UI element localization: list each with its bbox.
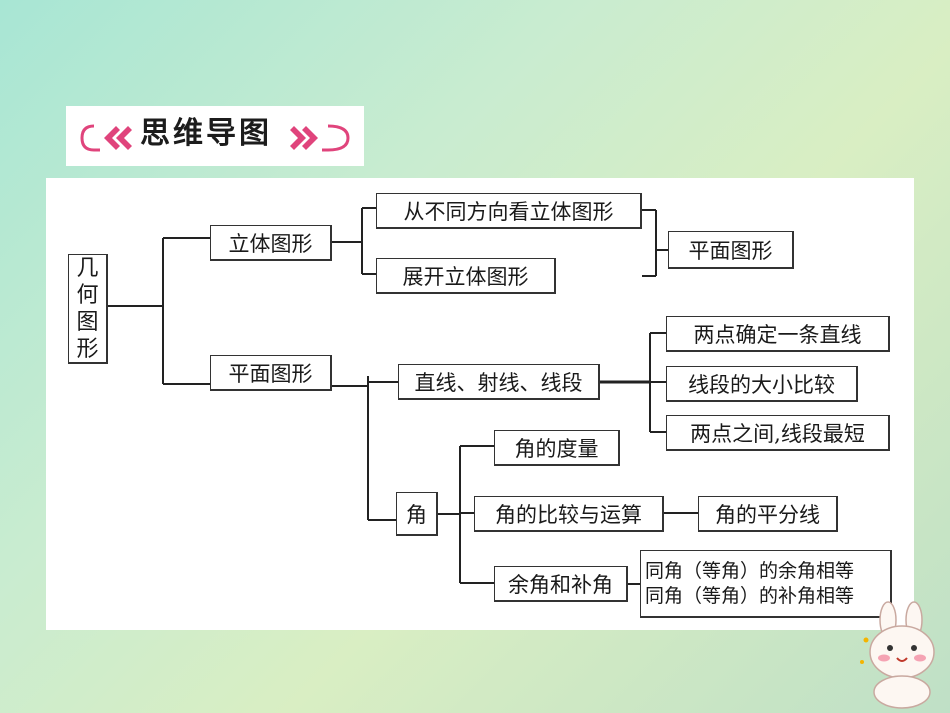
right-bracket-icon xyxy=(322,124,350,152)
node-shortest-segment: 两点之间,线段最短 xyxy=(666,415,890,451)
rule-supplement: 同角（等角）的补角相等 xyxy=(645,584,855,607)
rule-complement: 同角（等角）的余角相等 xyxy=(645,559,855,582)
left-bracket-icon xyxy=(80,124,100,152)
node-angle-bisector: 角的平分线 xyxy=(698,496,838,532)
node-angle: 角 xyxy=(396,492,438,536)
double-right-arrow-icon-2 xyxy=(302,126,318,150)
double-left-arrow-icon-2 xyxy=(116,126,132,150)
root-char-4: 形 xyxy=(76,336,99,362)
root-char-2: 何 xyxy=(76,282,99,308)
bunny-mascot-icon xyxy=(860,601,935,709)
root-char-3: 图 xyxy=(76,309,99,335)
double-right-arrow-icon xyxy=(290,126,306,150)
node-plane-figures: 平面图形 xyxy=(210,355,332,391)
node-angle-measure: 角的度量 xyxy=(494,430,620,466)
title-decoration xyxy=(80,124,350,152)
mind-map-title: 思维导图 xyxy=(140,116,272,151)
root-node-geometry: 几 何 图 形 xyxy=(68,254,108,364)
node-solid-figures: 立体图形 xyxy=(210,225,332,261)
node-plane-result: 平面图形 xyxy=(668,231,794,269)
root-char-1: 几 xyxy=(76,255,99,281)
node-segment-compare: 线段的大小比较 xyxy=(666,366,858,402)
node-unfold-solid: 展开立体图形 xyxy=(376,258,556,294)
node-view-from-directions: 从不同方向看立体图形 xyxy=(376,193,642,229)
node-complement-supplement: 余角和补角 xyxy=(494,566,628,602)
node-two-points-line: 两点确定一条直线 xyxy=(666,316,890,352)
node-line-ray-segment: 直线、射线、线段 xyxy=(398,364,600,400)
double-left-arrow-icon xyxy=(104,126,120,150)
node-complement-rules: 同角（等角）的余角相等 同角（等角）的补角相等 xyxy=(640,550,892,618)
node-angle-compare: 角的比较与运算 xyxy=(474,496,664,532)
